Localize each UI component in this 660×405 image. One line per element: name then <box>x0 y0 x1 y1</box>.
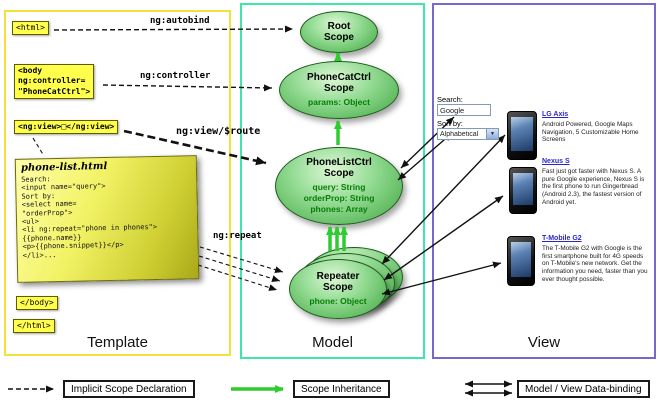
sort-select-value: Alphabetical <box>440 130 479 138</box>
phone-description-lg-axis: Android Powered, Google Maps Navigation,… <box>542 121 639 144</box>
ng-view-tag: <ng:view>□</ng:view> <box>14 120 119 135</box>
search-input[interactable] <box>437 104 491 116</box>
phone-link-tmobile-g2[interactable]: T-Mobile G2 <box>542 235 582 242</box>
body-open-tag: <body ng:controller= "PhoneCatCtrl"> <box>14 64 95 100</box>
body-close-tag: </body> <box>16 296 58 311</box>
ng-controller-label: ng:controller <box>140 71 211 81</box>
ng-view-route-label: ng:view/$route <box>176 126 261 137</box>
phone-link-lg-axis[interactable]: LG Axis <box>542 111 569 118</box>
view-label: View <box>527 334 561 351</box>
phonelistctrl-scope-title: PhoneListCtrl Scope <box>306 156 372 180</box>
phonelistctrl-scope-props: query: String orderProp: String phones: … <box>303 181 375 215</box>
phone-list-template-note: phone-list.html Search: <input name="que… <box>14 155 200 283</box>
sort-select[interactable]: Alphabetical ▼ <box>437 128 499 140</box>
phone-thumbnail-lg-axis <box>507 111 537 160</box>
legend-scope-inheritance: Scope Inheritance <box>293 380 390 398</box>
search-label: Search: <box>437 95 463 104</box>
ng-repeat-label: ng:repeat <box>213 231 262 241</box>
phonecatctrl-scope-ellipse: PhoneCatCtrl Scope params: Object <box>279 61 399 119</box>
sort-label: Sort by: <box>437 119 463 128</box>
legend-data-binding: Model / View Data-binding <box>517 380 650 398</box>
phone-screen <box>513 173 533 205</box>
template-panel <box>4 10 231 356</box>
phone-screen <box>511 117 533 151</box>
phonelistctrl-scope-ellipse: PhoneListCtrl Scope query: String orderP… <box>275 147 403 225</box>
model-label: Model <box>312 334 353 351</box>
phonecatctrl-scope-props: params: Object <box>308 96 370 107</box>
chevron-down-icon[interactable]: ▼ <box>486 129 498 139</box>
note-code: Search: <input name="query"> Sort by: <s… <box>21 175 158 260</box>
repeater-scope-ellipse: Repeater Scope phone: Object <box>289 259 387 319</box>
html-open-tag: <html> <box>12 21 49 36</box>
legend-implicit-scope: Implicit Scope Declaration <box>63 380 195 398</box>
template-label: Template <box>87 334 148 351</box>
phone-thumbnail-nexus-s <box>509 167 537 214</box>
repeater-scope-props: phone: Object <box>309 295 367 306</box>
repeater-scope-title: Repeater Scope <box>316 270 360 294</box>
note-title: phone-list.html <box>20 160 108 174</box>
html-close-tag: </html> <box>13 319 55 334</box>
phone-link-nexus-s[interactable]: Nexus S <box>542 158 570 165</box>
phone-thumbnail-tmobile-g2 <box>507 236 535 286</box>
phone-description-nexus-s: Fast just got faster with Nexus S. A pur… <box>542 168 645 206</box>
phone-screen <box>511 242 531 277</box>
root-scope-ellipse: Root Scope <box>300 11 378 53</box>
phonecatctrl-scope-title: PhoneCatCtrl Scope <box>307 71 371 95</box>
root-scope-title: Root Scope <box>323 20 354 44</box>
ng-autobind-label: ng:autobind <box>150 16 210 26</box>
phone-description-tmobile-g2: The T-Mobile G2 with Google is the first… <box>542 245 648 283</box>
